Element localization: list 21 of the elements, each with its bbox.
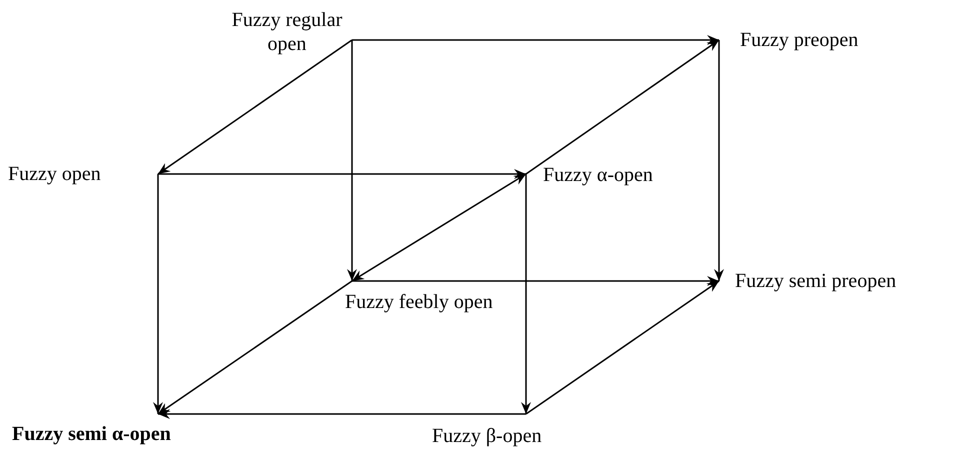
arrow (158, 280, 352, 415)
arrow (153, 174, 163, 414)
arrow (526, 280, 720, 415)
arrow (352, 35, 719, 45)
node-label: Fuzzy preopen (740, 28, 858, 52)
arrow (158, 39, 352, 175)
node-label: Fuzzy feebly open (345, 290, 493, 314)
arrow (352, 173, 526, 282)
node-label: Fuzzy open (8, 162, 101, 186)
node-label: Fuzzy semi preopen (735, 269, 896, 293)
arrow (158, 169, 526, 179)
node-label: Fuzzy semi α-open (12, 422, 171, 446)
node-label: Fuzzy β-open (432, 424, 542, 448)
arrow (158, 409, 526, 419)
arrow (347, 40, 357, 281)
arrow (714, 40, 724, 281)
arrow (526, 39, 720, 175)
node-label: Fuzzy α-open (543, 163, 653, 187)
arrow (521, 174, 531, 414)
node-label: Fuzzy regular open (212, 8, 362, 56)
arrow (352, 276, 719, 286)
